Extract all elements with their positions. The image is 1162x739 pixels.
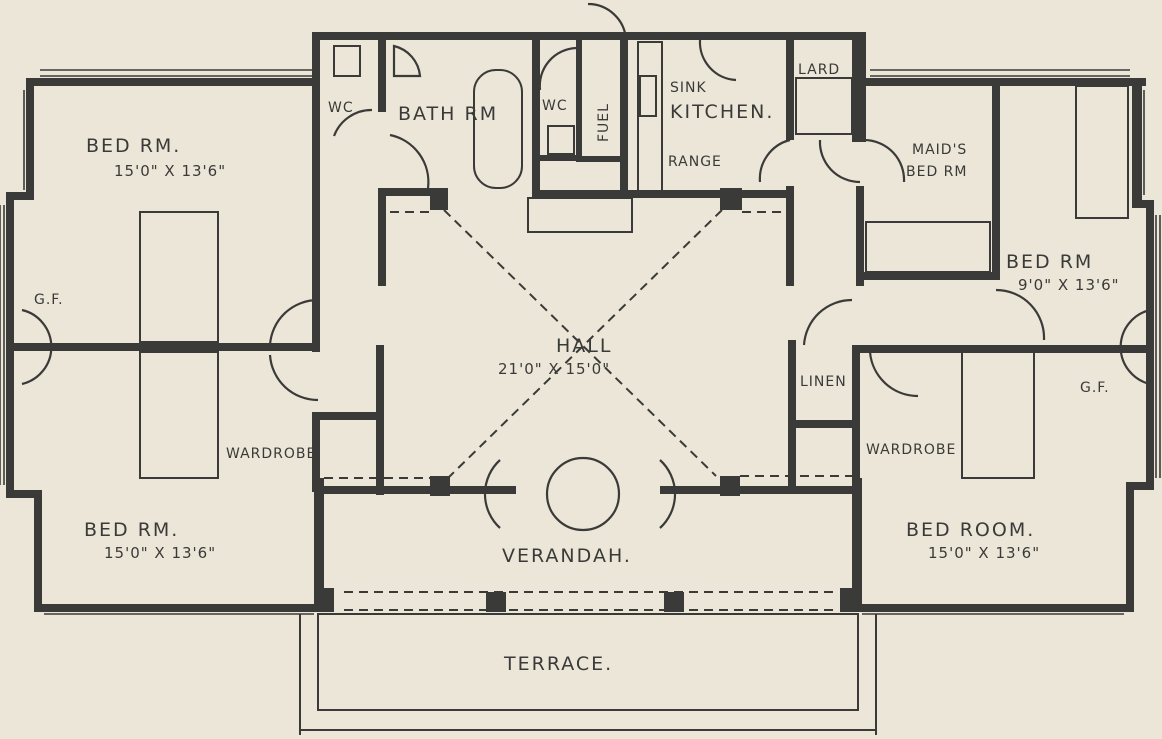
bed-room-nw-name: BED RM. (86, 135, 181, 157)
wardrobe-west-label: WARDROBE (226, 446, 316, 462)
hall-markings (324, 209, 852, 611)
bed-room-nw-dims: 15'0" X 13'6" (114, 162, 226, 180)
maids-label-line2: BED RM (906, 164, 968, 180)
bed-room-se-dims: 15'0" X 13'6" (928, 544, 1040, 562)
bed-room-e-dims: 9'0" X 13'6" (1018, 276, 1120, 294)
room-labels: BED RM. 15'0" X 13'6" BED RM. 15'0" X 13… (34, 62, 1120, 675)
terrace-outline (299, 613, 877, 735)
hall-dims: 21'0" X 15'0" (498, 360, 610, 378)
beds (139, 85, 1129, 479)
gf-east-label: G.F. (1080, 380, 1110, 396)
exterior-walls (6, 32, 1154, 612)
wc-right-label: WC (542, 98, 568, 114)
wardrobe-east-label: WARDROBE (866, 442, 956, 458)
bed-room-se-name: BED ROOM. (906, 519, 1035, 541)
windows (0, 69, 1161, 615)
wc-left-label: WC (328, 100, 354, 116)
bed-room-e-name: BED RM (1006, 251, 1093, 273)
bed-room-sw-dims: 15'0" X 13'6" (104, 544, 216, 562)
hall-name: HALL (556, 335, 612, 357)
range-label: RANGE (668, 154, 722, 170)
verandah-label: VERANDAH. (502, 545, 632, 567)
fixtures (333, 41, 853, 233)
sink-label: SINK (670, 80, 707, 96)
maids-label-line1: MAID'S (912, 142, 967, 158)
fuel-label: FUEL (596, 103, 612, 142)
bath-room-label: BATH RM (398, 103, 498, 125)
door-swings (21, 2, 1151, 532)
terrace-label: TERRACE. (503, 653, 613, 675)
linen-label: LINEN (800, 374, 847, 390)
bed-room-sw-name: BED RM. (84, 519, 179, 541)
kitchen-label: KITCHEN. (670, 101, 774, 123)
interior-walls (14, 32, 1148, 496)
lard-label: LARD (798, 62, 840, 78)
gf-west-label: G.F. (34, 292, 64, 308)
